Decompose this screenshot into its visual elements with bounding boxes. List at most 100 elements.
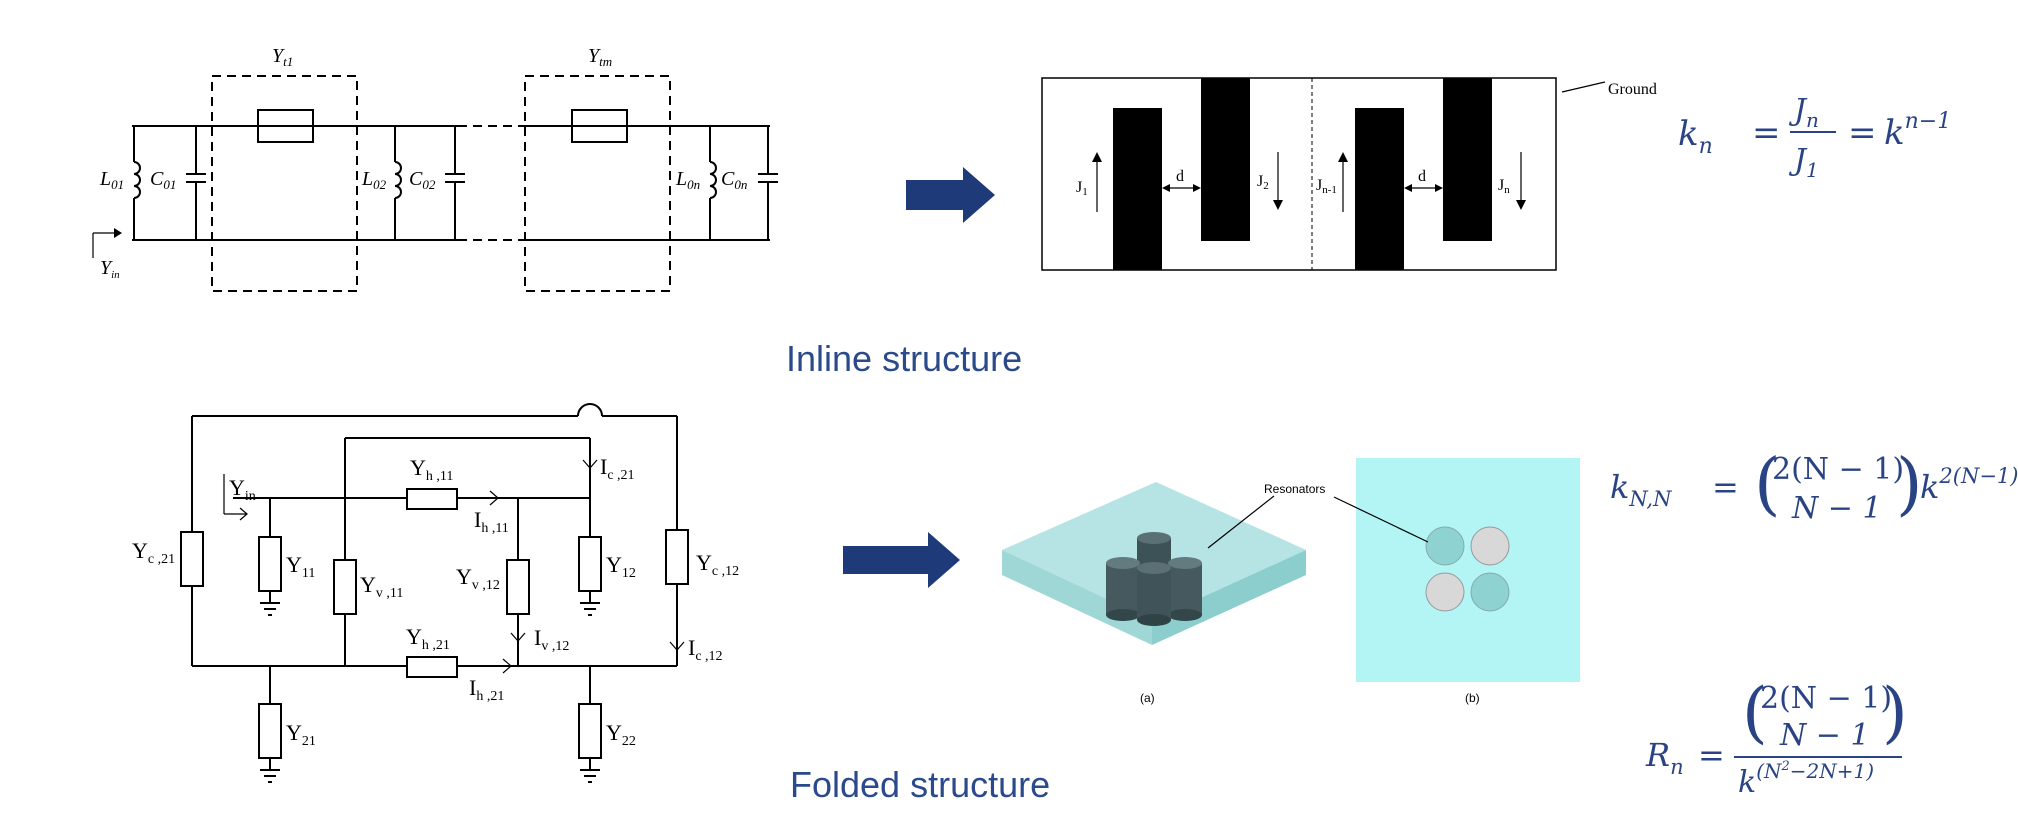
inductor-l01 — [133, 126, 141, 240]
cylinder-front — [1137, 562, 1171, 626]
label-jn: Jn — [1498, 177, 1510, 196]
capacitor-c0n — [758, 126, 778, 240]
eq-rn-paren-right: ) — [1882, 674, 1908, 751]
eq-rn-paren-left: ( — [1742, 674, 1768, 751]
resonator-top-right — [1470, 526, 1510, 566]
label-ground: Ground — [1608, 81, 1657, 98]
cylinder-left — [1106, 557, 1140, 621]
ground-y21 — [260, 769, 280, 783]
label-jn-1: Jn-1 — [1316, 177, 1337, 196]
label-yin-inline: Yin — [100, 257, 120, 281]
inline-equivalent-circuit: Yt1 Ytm L01 C01 L02 C02 L0n C0n Yin — [92, 45, 778, 292]
eq-kn-lhs: kn — [1678, 114, 1713, 159]
label-ic21: Ic ,21 — [600, 454, 635, 483]
ytm-series-element — [571, 109, 628, 143]
current-arrow-j2 — [1273, 152, 1283, 210]
cylinder-right — [1168, 557, 1202, 621]
label-resonators: Resonators — [1264, 482, 1325, 496]
resistor-yv11 — [333, 559, 357, 615]
eq-rn-lhs: Rn — [1645, 736, 1684, 779]
eq-knn-rhs: k2(N−1) — [1920, 464, 2018, 506]
yin-port-arrow — [92, 228, 122, 258]
eq-rn-denominator: k(N2−2N+1) — [1738, 759, 1874, 800]
resistor-y21 — [258, 703, 282, 759]
resonator-bottom-left — [1425, 572, 1465, 612]
label-ytm: Ytm — [588, 45, 612, 69]
ytm-section-box — [524, 75, 671, 292]
ground-y12 — [580, 602, 600, 616]
ground-leader-line — [1561, 81, 1606, 93]
ground-y11 — [260, 602, 280, 616]
resistor-yc12 — [665, 529, 689, 585]
resistor-y22 — [578, 703, 602, 759]
label-yc12: Yc ,12 — [696, 550, 739, 579]
folded-equivalent-circuit: Yin Yh ,11 Ih ,11 Ic ,21 Yc ,21 Y11 Yv ,… — [132, 403, 739, 783]
resistor-yv12 — [506, 559, 530, 615]
label-yc21: Yc ,21 — [132, 538, 175, 567]
yin-port-arrow-folded — [223, 474, 248, 521]
eq-kn-denominator: J1 — [1788, 143, 1819, 182]
yt1-section-box — [211, 75, 358, 292]
inductor-l0n — [709, 126, 717, 240]
caption-folded-structure: Folded structure — [790, 764, 1051, 805]
resonator-bar-1 — [1113, 108, 1162, 270]
current-arrow-ih21 — [502, 658, 512, 674]
label-panel-b: (b) — [1465, 691, 1480, 705]
eq-kn-equals-2: = — [1848, 113, 1877, 153]
eq-kn-rhs: kn−1 — [1884, 109, 1951, 153]
resistor-yh11 — [406, 488, 458, 510]
resonators-leader-b — [1333, 496, 1429, 543]
label-ih21: Ih ,21 — [469, 675, 504, 704]
equation-knn: kN,N = ( 2(N − 1) N − 1 ) k2(N−1) — [1610, 445, 2018, 526]
resonators-leader-a — [1207, 495, 1275, 549]
caption-inline-structure: Inline structure — [786, 338, 1023, 379]
label-yh11: Yh ,11 — [410, 455, 453, 484]
current-arrow-jn-1 — [1338, 152, 1348, 212]
resistor-yh21 — [406, 656, 458, 678]
label-c01: C01 — [150, 168, 176, 192]
eq-kn-equals-1: = — [1752, 113, 1781, 153]
spacing-arrow-1 — [1162, 184, 1201, 192]
resonator-bottom-right — [1470, 572, 1510, 612]
label-yh21: Yh ,21 — [406, 624, 450, 653]
dielectric-left-face — [1002, 550, 1152, 645]
dielectric-right-face — [1152, 550, 1306, 645]
eq-rn-equals: = — [1698, 736, 1725, 774]
label-l0n: L0n — [675, 168, 700, 192]
label-ic12: Ic ,12 — [688, 635, 723, 664]
label-j2: J2 — [1257, 173, 1269, 192]
current-arrow-ic12 — [669, 641, 685, 651]
inductor-l02 — [394, 126, 402, 240]
ground-y22 — [580, 769, 600, 783]
label-yin-folded: Yin — [229, 475, 256, 504]
label-d-1: d — [1176, 168, 1184, 185]
spacing-arrow-2 — [1404, 184, 1443, 192]
eq-knn-equals: = — [1712, 468, 1739, 506]
label-c0n: C0n — [721, 168, 747, 192]
resonator-bar-n — [1443, 78, 1492, 241]
label-l01: L01 — [99, 168, 124, 192]
transform-arrow-top — [906, 167, 995, 223]
label-yv11: Yv ,11 — [360, 572, 403, 601]
resonator-bar-n-1 — [1355, 108, 1404, 270]
resistor-yc21 — [180, 531, 204, 587]
label-y22: Y22 — [606, 720, 636, 749]
top-view-substrate — [1356, 458, 1580, 682]
eq-knn-paren-left: ( — [1754, 445, 1781, 524]
capacitor-c02 — [445, 126, 465, 240]
equation-kn: kn = Jn J1 = kn−1 — [1678, 93, 1951, 182]
resistor-y12 — [578, 536, 602, 592]
label-yt1: Yt1 — [272, 45, 293, 69]
label-d-2: d — [1418, 168, 1426, 185]
label-iv12: Iv ,12 — [534, 625, 569, 654]
transform-arrow-bottom — [843, 532, 960, 588]
label-y12: Y12 — [606, 552, 636, 581]
current-arrow-iv12 — [510, 632, 526, 642]
label-c02: C02 — [409, 168, 436, 192]
resonator-3d-view — [1002, 482, 1306, 645]
label-l02: L02 — [361, 168, 387, 192]
label-panel-a: (a) — [1140, 691, 1155, 705]
resonator-top-left — [1425, 526, 1465, 566]
resonator-top-view — [1333, 458, 1580, 682]
